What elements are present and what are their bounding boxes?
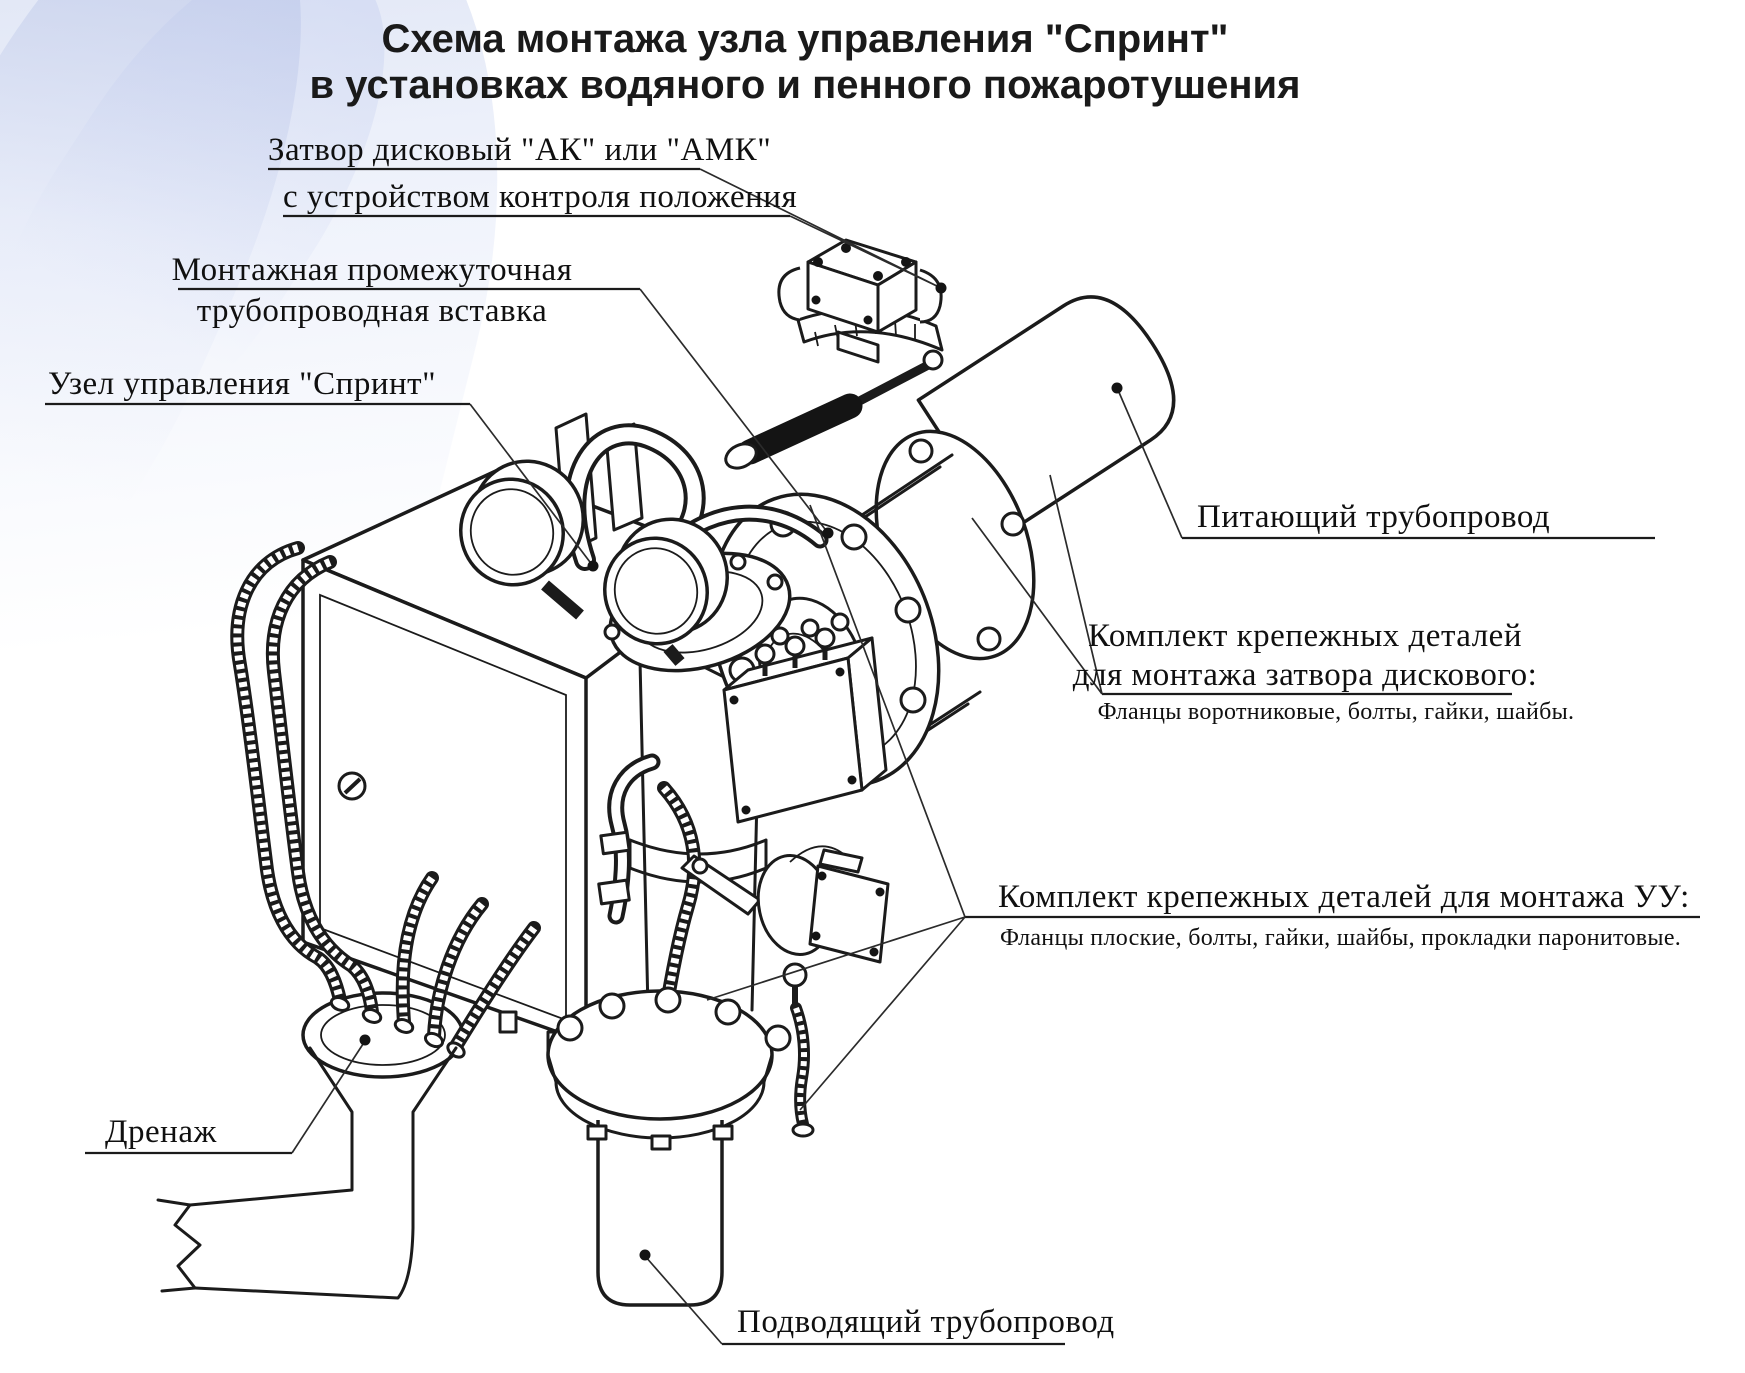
drain-piping-drawing: [597, 753, 661, 925]
diagram-title-line1: Схема монтажа узла управления "Спринт": [381, 17, 1228, 61]
diagram-title-line2: в установках водяного и пенного пожароту…: [310, 63, 1301, 107]
cable-glands: [754, 612, 850, 676]
callout-dot-drain: [359, 1034, 371, 1046]
pipe-break-line: [173, 1203, 202, 1290]
valve-handle-drawing: [724, 349, 944, 470]
pressure-gauge-1: [459, 459, 585, 620]
supply-pipe-drawing: [596, 1120, 724, 1307]
pressure-switch-drawing: [756, 845, 890, 964]
callout-dot-supply-pipe: [639, 1249, 651, 1261]
label-pipe-insert-line1: Монтажная промежуточная: [172, 252, 573, 288]
drain-hoses-drawing: [230, 541, 541, 1059]
label-control-unit: Узел управления "Спринт": [48, 366, 436, 402]
control-unit-drawing: [459, 412, 890, 1307]
label-supply-pipe: Подводящий трубопровод: [737, 1304, 1115, 1340]
eyelet-rod-drawing: [782, 962, 815, 1138]
bottom-flange-drawing: [546, 986, 792, 1151]
label-pipe-insert-line2: трубопроводная вставка: [197, 293, 548, 329]
pressure-gauge-2: [603, 517, 729, 666]
callout-dot-control-unit: [587, 560, 599, 572]
label-cu-kit-details: Фланцы плоские, болты, гайки, шайбы, про…: [1000, 925, 1681, 951]
label-drain: Дренаж: [105, 1114, 217, 1150]
label-valve-kit-line2: для монтажа затвора дискового:: [1073, 657, 1538, 693]
junction-box-drawing: [722, 612, 888, 824]
drain-pipe-drawing: [156, 1046, 458, 1300]
callout-dot-insert: [822, 527, 834, 539]
position-indicator-drawing: [777, 238, 943, 364]
callout-leaders: [45, 167, 1700, 1346]
label-disc-valve-line2: с устройством контроля положения: [283, 179, 797, 215]
label-disc-valve-line1: Затвор дисковый "АК" или "АМК": [268, 132, 771, 168]
label-feed-pipe: Питающий трубопровод: [1197, 499, 1550, 535]
label-valve-kit-details: Фланцы воротниковые, болты, гайки, шайбы…: [1098, 699, 1575, 725]
label-valve-kit-line1: Комплект крепежных деталей: [1088, 618, 1522, 654]
callout-dot-feed-pipe: [1111, 382, 1123, 394]
cabinet-foot: [498, 1010, 518, 1034]
callout-dot-valve: [935, 282, 947, 294]
label-cu-kit-line1: Комплект крепежных деталей для монтажа У…: [998, 879, 1690, 915]
